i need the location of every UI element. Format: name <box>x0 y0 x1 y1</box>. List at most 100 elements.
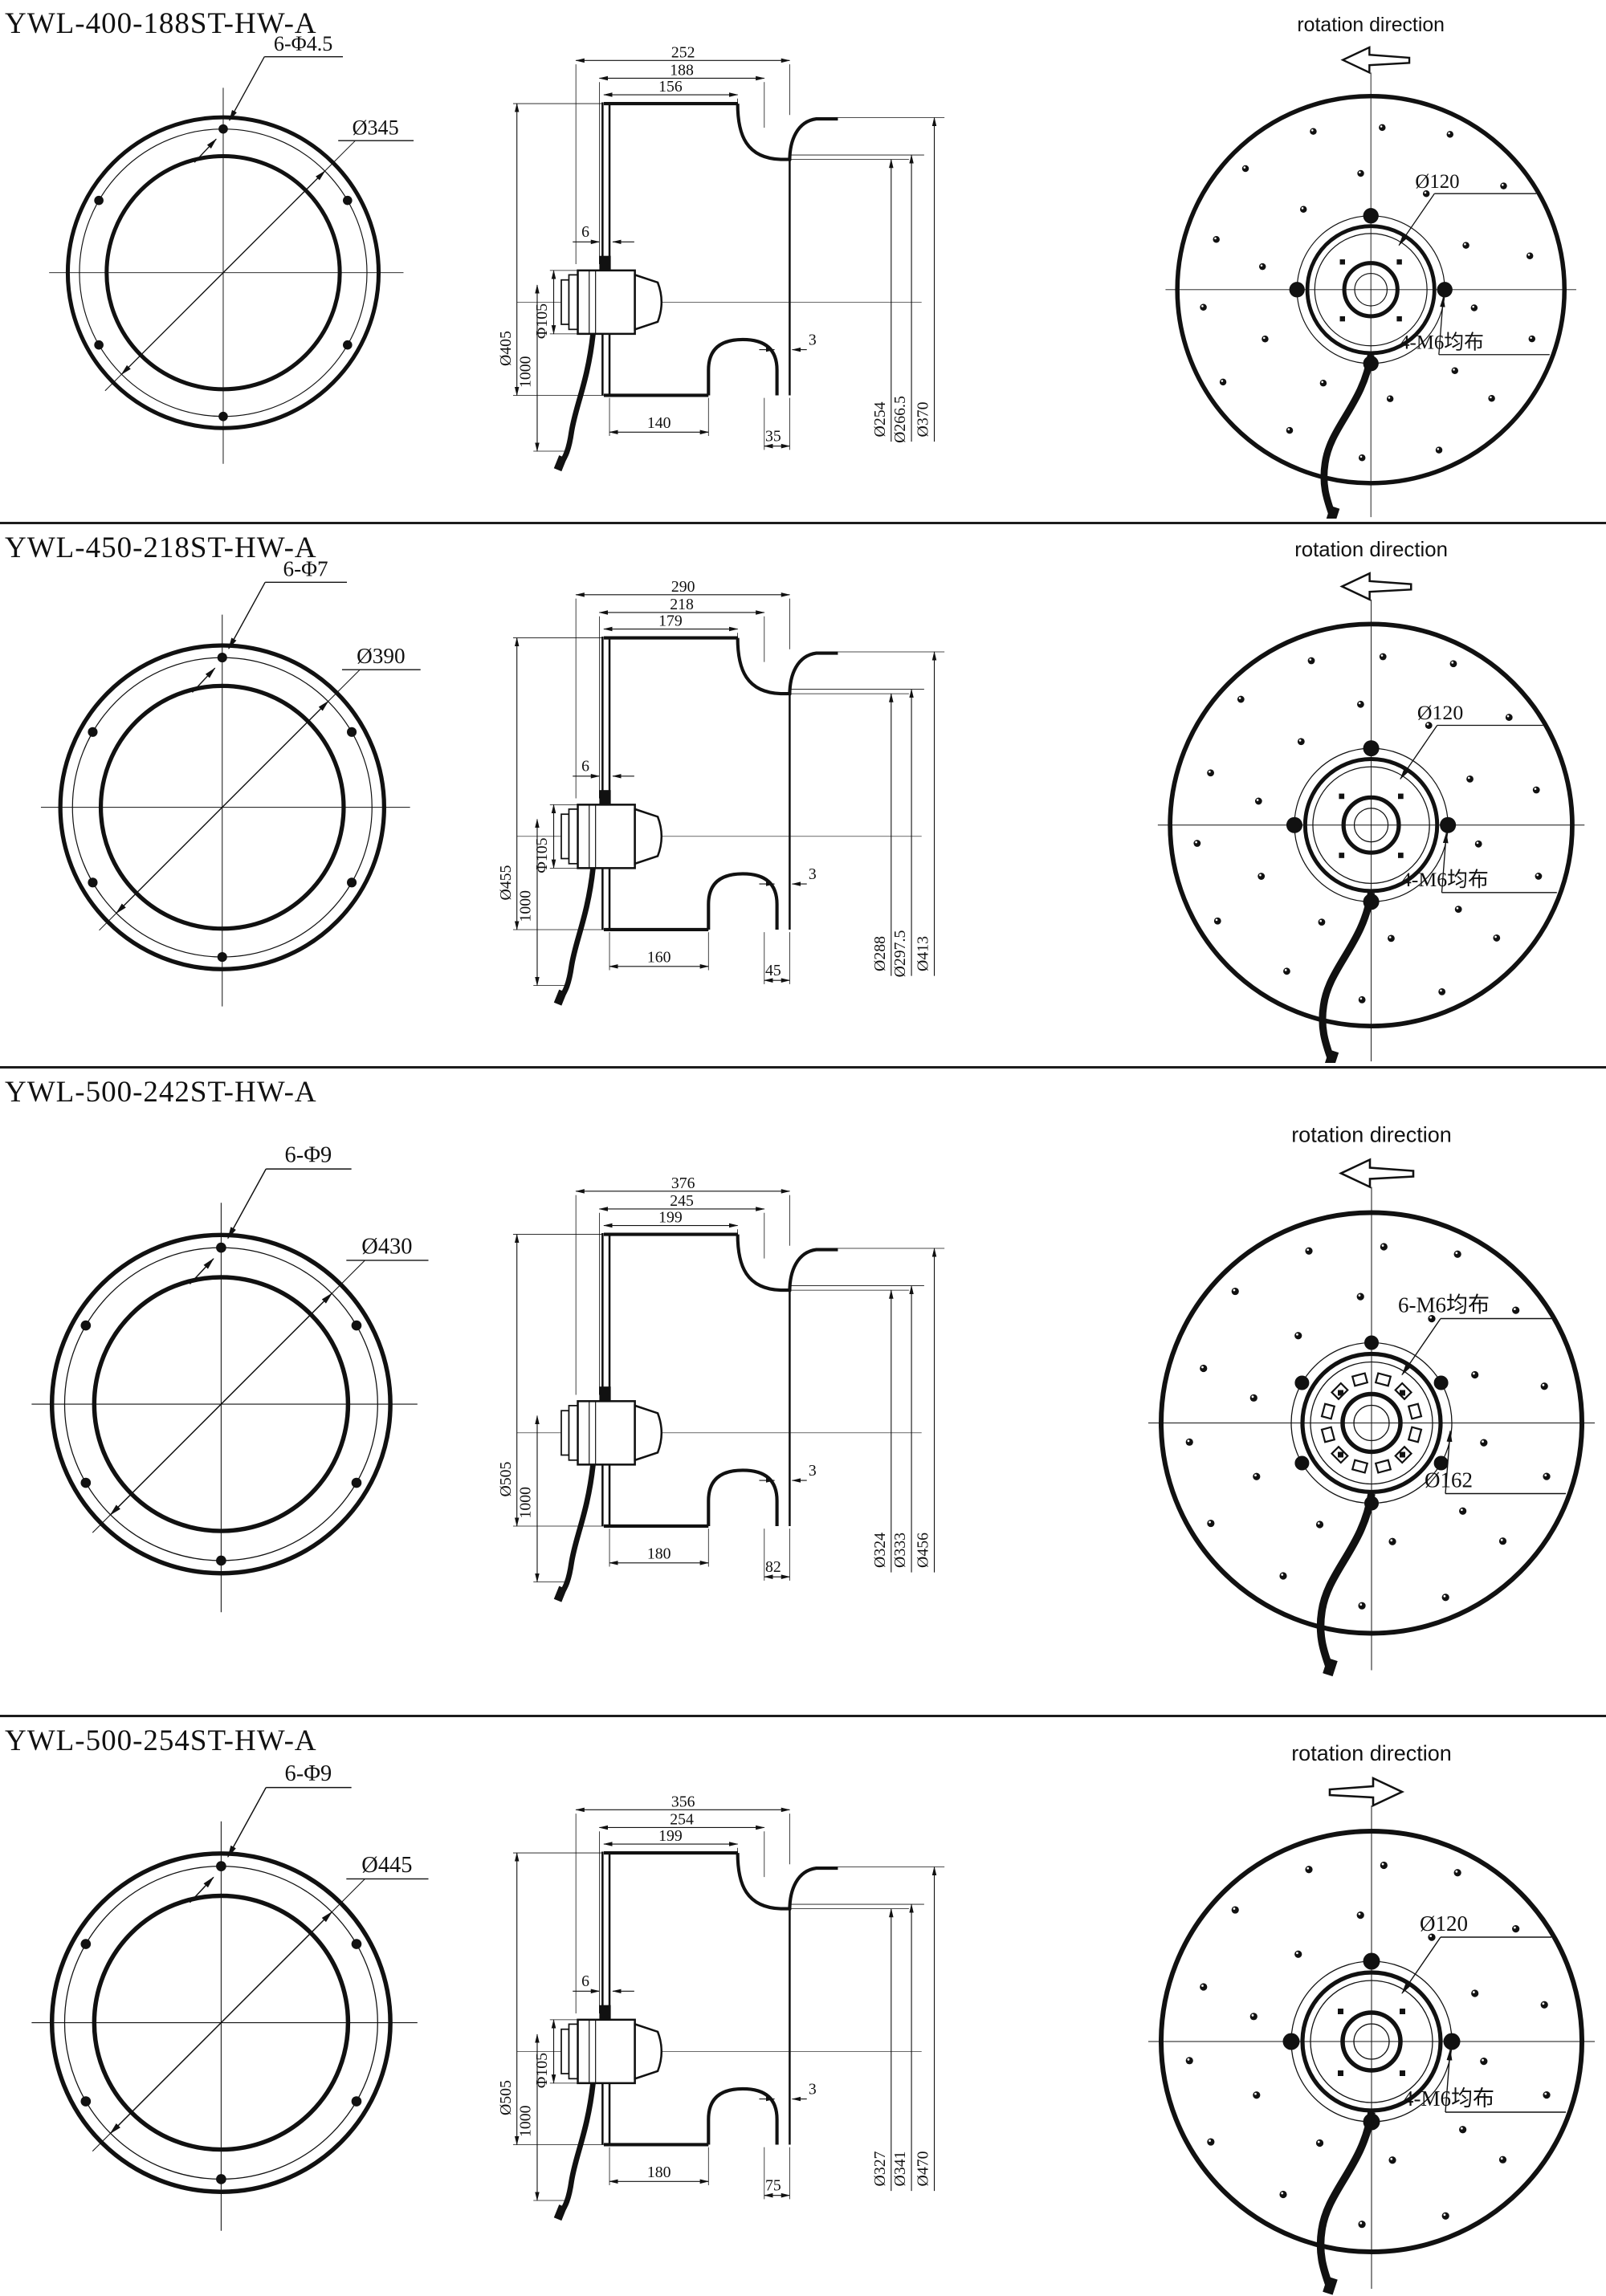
dim-total-label: 290 <box>671 578 695 596</box>
hub-note-bottom-label: Ø162 <box>1425 1468 1473 1492</box>
dim-total-label: 376 <box>671 1174 695 1192</box>
dim-r3-label: Ø470 <box>915 2151 932 2186</box>
housing-outline <box>601 1851 945 2147</box>
hub-note-top: 6-M6均布 <box>1398 1293 1551 1376</box>
rivet-blobs <box>1193 653 1543 1003</box>
rotation-direction-label: rotation direction <box>1291 1741 1452 1765</box>
dim-outlet-label: 75 <box>765 2176 781 2194</box>
dim-outer-dia: Ø505 <box>498 1233 604 1527</box>
front-centerlines <box>31 1203 418 1613</box>
motor-cable <box>553 867 596 1006</box>
fan-drawing-row: YWL-500-254ST-HW-A Ø445 <box>0 1715 1606 2296</box>
front-outer-dia-label: Ø390 <box>357 644 405 668</box>
dim-outer-dia: Ø455 <box>498 637 604 930</box>
front-view: Ø345 6-Φ4.5 <box>49 32 414 464</box>
dim-outer-dia: Ø405 <box>498 103 604 397</box>
front-bolt-holes <box>94 124 353 421</box>
front-holes-note: 6-Φ9 <box>189 1761 352 1903</box>
hub-note-bottom: 4-M6均布 <box>1400 296 1550 356</box>
motor-cable <box>553 1463 596 1602</box>
dim-width-inner: 156 <box>603 78 739 107</box>
front-holes-note: 6-Φ4.5 <box>194 32 343 163</box>
back-centerlines <box>1157 599 1585 1062</box>
dim-mid-label: 218 <box>670 596 694 613</box>
dim-outlet-label: 82 <box>765 1558 781 1576</box>
rotation-arrow-left-icon <box>1339 572 1412 601</box>
front-view: Ø445 6-Φ9 <box>31 1761 429 2231</box>
front-dia-dim: Ø430 <box>92 1235 429 1533</box>
dim-bottom-label: 180 <box>647 2164 671 2181</box>
motor <box>560 255 663 336</box>
dim-outlet-label: 45 <box>765 962 781 979</box>
dim-width-total: 356 <box>575 1793 791 2013</box>
dim-outlet-length: 75 <box>764 2147 791 2200</box>
rotation-arrow-right-icon <box>1328 1776 1405 1808</box>
dim-outer-dia-label: Ø505 <box>498 2080 515 2115</box>
dim-width-total: 290 <box>575 578 791 799</box>
fan-drawing-row: YWL-450-218ST-HW-A Ø390 <box>0 522 1606 1066</box>
hub-note-bottom: Ø162 <box>1425 1430 1566 1495</box>
hub-note-bottom: 4-M6均布 <box>1403 2049 1566 2113</box>
dim-cable-label: 1000 <box>516 1487 534 1519</box>
dim-outlet-length: 35 <box>764 397 791 450</box>
dim-cable-label: 1000 <box>516 356 534 388</box>
front-holes-label: 6-Φ7 <box>283 556 328 580</box>
side-view: 356 254 199 <box>498 1793 945 2221</box>
front-outer-dia-label: Ø445 <box>361 1853 412 1878</box>
dim-width-inner: 179 <box>603 613 739 641</box>
housing-outline <box>601 102 945 397</box>
motor-cable <box>553 333 596 472</box>
hub-note-bottom-label: 4-M6均布 <box>1403 2086 1494 2111</box>
back-view: rotation direction <box>1148 1123 1595 1677</box>
dim-width-inner: 199 <box>603 1827 739 1856</box>
dim-r3-label: Ø370 <box>915 401 932 437</box>
dim-outer-dia: Ø505 <box>498 1852 604 2146</box>
dim-plate-gap-label: 6 <box>581 223 589 241</box>
dim-bottom-label: 140 <box>647 414 671 432</box>
motor <box>560 2005 663 2085</box>
back-centerlines <box>1165 72 1576 518</box>
rotation-direction: rotation direction <box>1291 1123 1452 1189</box>
dim-width-inner: 199 <box>603 1209 739 1237</box>
hub <box>1290 1335 1453 1511</box>
hub-bolts <box>1294 1335 1449 1511</box>
hub-note-top-label: Ø120 <box>1417 701 1463 724</box>
dim-outer-dia-label: Ø405 <box>498 331 515 366</box>
front-bolt-holes <box>80 1861 362 2184</box>
front-holes-label: 6-Φ9 <box>285 1143 332 1168</box>
dim-r1-label: Ø254 <box>871 401 889 437</box>
hub-note-top-label: Ø120 <box>1415 171 1459 193</box>
dim-bottom-length: 140 <box>609 397 710 437</box>
dim-plate-gap: 6 <box>573 757 634 779</box>
side-view: 252 188 156 <box>498 43 945 472</box>
dim-motor-dia-label: Φ105 <box>533 2053 551 2088</box>
dim-r1-label: Ø327 <box>871 2151 889 2186</box>
front-holes-note: 6-Φ9 <box>189 1143 352 1284</box>
dim-motor-dia-label: Φ105 <box>533 303 551 339</box>
dim-bottom-length: 160 <box>609 932 710 971</box>
dim-motor-dia-label: Φ105 <box>533 837 551 873</box>
front-outer-dia-label: Ø345 <box>353 116 399 139</box>
back-view: rotation direction <box>1148 1741 1595 2295</box>
dim-right-dias: Ø327 Ø341 Ø470 <box>871 1866 937 2192</box>
hub-cable <box>1316 2111 1376 2295</box>
hub-note-bottom-label: 4-M6均布 <box>1401 868 1489 891</box>
dim-mid-label: 245 <box>670 1192 694 1210</box>
dim-outer-dia-label: Ø505 <box>498 1461 515 1496</box>
front-bolt-holes <box>80 1242 362 1566</box>
front-holes-label: 6-Φ9 <box>285 1761 332 1786</box>
back-centerlines <box>1148 1187 1595 1671</box>
side-view: 290 218 179 <box>498 578 945 1006</box>
dim-total-label: 356 <box>671 1793 695 1810</box>
rivet-blobs <box>1200 124 1536 462</box>
model-title: YWL-450-218ST-HW-A <box>5 531 317 564</box>
dim-r2-label: Ø333 <box>891 1533 909 1568</box>
back-centerlines <box>1148 1805 1595 2289</box>
dim-gap-label: 3 <box>809 865 817 883</box>
hub-cable <box>1319 892 1376 1063</box>
dim-bottom-label: 160 <box>647 948 671 966</box>
motor-cable <box>553 2082 596 2221</box>
front-bolt-holes <box>88 653 357 963</box>
dim-plate-gap: 6 <box>573 1972 634 1994</box>
